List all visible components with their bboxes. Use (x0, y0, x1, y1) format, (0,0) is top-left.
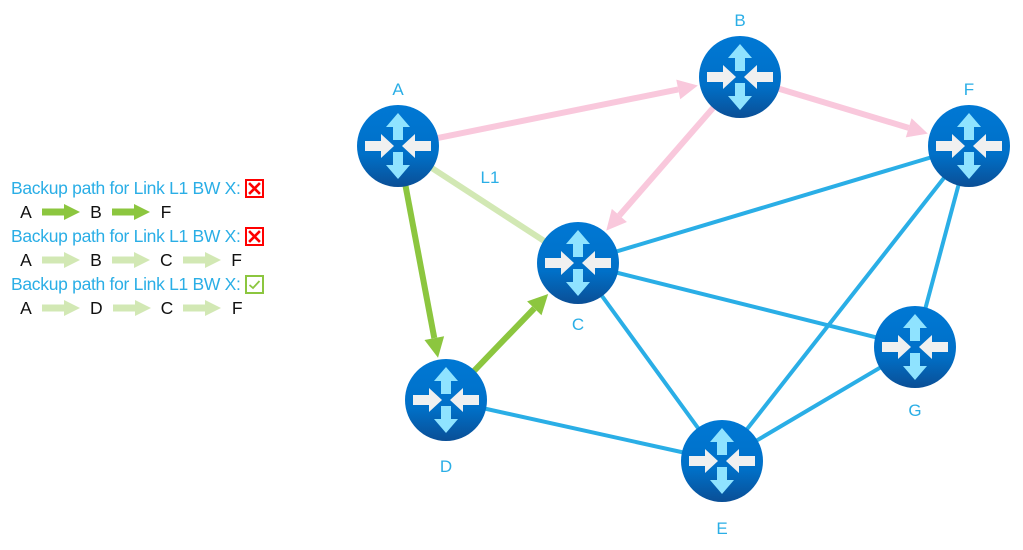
node-label: E (716, 519, 727, 538)
link-line (445, 398, 723, 463)
link-line (577, 261, 916, 349)
node-label: B (734, 11, 745, 30)
link-line (577, 144, 970, 265)
path-node: F (231, 298, 243, 318)
path-arrow-icon (42, 300, 80, 316)
status-badge (244, 274, 264, 294)
link-line (617, 104, 717, 218)
link-d-e (445, 398, 723, 463)
path-arrow-icon (42, 252, 80, 268)
router-node-g[interactable]: G (874, 306, 956, 420)
router-icon (874, 306, 956, 388)
router-node-d[interactable]: D (405, 359, 487, 476)
link-c-g (577, 261, 916, 349)
link-a-d (402, 183, 445, 358)
link-label: L1 (481, 168, 500, 187)
arrowhead-icon (676, 79, 698, 100)
link-labels-layer: L1 (481, 168, 500, 187)
link-line (402, 183, 438, 339)
path-arrow-icon (183, 300, 222, 316)
node-label: F (964, 80, 974, 99)
path-node: F (231, 250, 242, 270)
nodes-layer: A B C D E F G (357, 11, 1010, 538)
arrowhead-icon (527, 293, 549, 316)
path-node: B (90, 202, 102, 222)
router-node-c[interactable]: C (537, 222, 619, 334)
link-line (470, 306, 537, 374)
node-label: D (440, 457, 452, 476)
arrowhead-icon (424, 336, 445, 358)
status-badge (244, 178, 264, 198)
path-arrow-icon (112, 252, 150, 268)
legend-title-text: Backup path for Link L1 BW X: (11, 226, 241, 246)
legend-title: Backup path for Link L1 BW X: (11, 176, 301, 200)
path-node: F (160, 202, 172, 222)
link-line (435, 86, 679, 142)
path-node: A (20, 202, 32, 222)
router-icon (699, 36, 781, 118)
legend-title-text: Backup path for Link L1 BW X: (11, 178, 241, 198)
path-arrow-icon (112, 204, 150, 220)
link-e-f (720, 144, 971, 463)
arrowhead-icon (905, 118, 928, 138)
path-arrow-icon (42, 204, 80, 220)
node-label: A (392, 80, 404, 99)
legend-title: Backup path for Link L1 BW X: (11, 224, 301, 248)
check-mark-icon (248, 279, 260, 289)
router-icon (537, 222, 619, 304)
link-c-f (577, 144, 970, 265)
path-node: B (90, 250, 102, 270)
router-icon (405, 359, 487, 441)
status-badge (244, 226, 264, 246)
link-b-f (776, 85, 928, 138)
path-node: A (20, 298, 32, 318)
path-arrow-icon (112, 300, 151, 316)
path-node: C (160, 250, 173, 270)
link-b-c (606, 104, 717, 231)
link-line (720, 144, 971, 463)
router-node-e[interactable]: E (681, 420, 763, 538)
path-arrow-icon (182, 252, 221, 268)
link-line (776, 85, 910, 131)
router-node-b[interactable]: B (699, 11, 781, 118)
legend-title: Backup path for Link L1 BW X: (11, 272, 301, 296)
backup-path-legend: Backup path for Link L1 BW X: A B F Backup p… (11, 176, 301, 320)
x-mark-icon (247, 181, 261, 195)
router-node-f[interactable]: F (928, 80, 1010, 187)
arrowhead-icon (606, 208, 627, 231)
x-mark-icon (247, 229, 261, 243)
router-icon (357, 105, 439, 187)
router-icon (681, 420, 763, 502)
path-node: D (90, 298, 103, 318)
link-d-c (470, 293, 549, 374)
legend-title-text: Backup path for Link L1 BW X: (11, 274, 241, 294)
router-icon (928, 105, 1010, 187)
path-node: A (20, 250, 32, 270)
node-label: C (572, 315, 584, 334)
link-a-b (435, 79, 698, 142)
node-label: G (908, 401, 921, 420)
router-node-a[interactable]: A (357, 80, 439, 187)
path-node: C (160, 298, 174, 318)
